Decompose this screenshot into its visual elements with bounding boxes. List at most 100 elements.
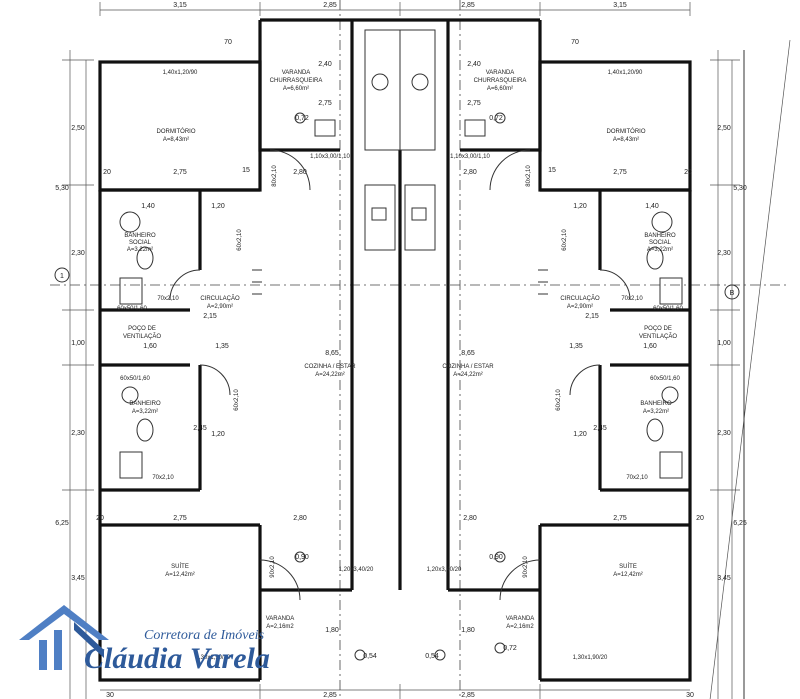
dim-top-4: 3,15 — [613, 2, 627, 9]
dim-20-c: 20 — [96, 515, 104, 522]
dim-20-d: 20 — [696, 515, 704, 522]
dim-250-l: 2,50 — [71, 125, 85, 132]
window-bed-right: 1,40x1,20/90 — [608, 70, 643, 76]
dim-530-l: 5,30 — [55, 185, 69, 192]
dim-280-a: 2,80 — [293, 169, 307, 176]
window-bed-left: 1,40x1,20/90 — [163, 70, 198, 76]
window-6050-c: 60x50/1,60 — [120, 376, 150, 382]
dim-top-2: 2,85 — [323, 2, 337, 9]
axis-lines — [50, 0, 790, 699]
window-suite-d: 1,30x1,90/20 — [573, 655, 608, 661]
dim-100-r: 1,00 — [717, 340, 731, 347]
dim-275-a: 2,75 — [173, 169, 187, 176]
room-left-varanda-sub: CHURRASQUEIRA — [270, 78, 323, 84]
dim-090-b: 0,90 — [489, 554, 503, 561]
room-right-varanda-sub: CHURRASQUEIRA — [474, 78, 527, 84]
dim-120-d: 1,20 — [573, 431, 587, 438]
dim-240-a: 2,40 — [318, 61, 332, 68]
door-60-d: 60x2,10 — [556, 389, 562, 411]
room-right-circ: CIRCULAÇÃO — [560, 295, 600, 302]
dim-230b-l: 2,30 — [71, 430, 85, 437]
room-right-bath-area: A=3,22m² — [643, 409, 669, 415]
axis-marker-b: B — [730, 290, 735, 297]
exterior-walls — [98, 18, 692, 682]
door-varanda-right: 1,10x3,00/1,10 — [450, 154, 490, 160]
dim-280-d: 2,80 — [463, 515, 477, 522]
window-suite-a: 1,20x3,40/20 — [339, 567, 374, 573]
door-varanda-left: 1,10x3,00/1,10 — [310, 154, 350, 160]
dim-275-f: 2,75 — [467, 100, 481, 107]
dim-275-b: 2,75 — [613, 169, 627, 176]
room-left-bath: BANHEIRO — [129, 401, 161, 407]
room-left-bath-social-sub: SOCIAL — [129, 240, 152, 246]
room-right-varanda2: VARANDA — [506, 616, 535, 622]
dim-135-a: 1,35 — [215, 343, 229, 350]
dim-072-c: 0,72 — [503, 645, 517, 652]
room-left-bath-social-area: A=3,22m² — [127, 247, 153, 253]
room-right-kitchen-area: A=24,22m² — [453, 372, 483, 378]
window-6050-d: 60x50/1,60 — [650, 376, 680, 382]
dim-865-b: 8,65 — [461, 350, 475, 357]
room-right-poco-sub: VENTILAÇÃO — [639, 333, 677, 340]
room-left-kitchen-area: A=24,22m² — [315, 372, 345, 378]
room-right-bath: BANHEIRO — [640, 401, 672, 407]
room-right-bedroom-area: A=8,43m² — [613, 137, 639, 143]
room-left-circ-area: A=2,90m² — [207, 304, 233, 310]
dim-054-a: 0,54 — [363, 653, 377, 660]
dim-140-a: 1,40 — [141, 203, 155, 210]
dim-090-a: 0,90 — [295, 554, 309, 561]
room-left-suite-area: A=12,42m² — [165, 572, 195, 578]
window-6050-b: 60x50/1,60 — [653, 306, 683, 312]
room-left-bedroom-area: A=8,43m² — [163, 137, 189, 143]
dim-120-c: 1,20 — [211, 431, 225, 438]
window-70-b: 70x2,10 — [621, 296, 643, 302]
dim-215-b: 2,15 — [585, 313, 599, 320]
room-right-bath-social-area: A=3,22m² — [647, 247, 673, 253]
dimension-lines — [62, 2, 791, 699]
room-right-varanda-area: A=6,60m² — [487, 86, 513, 92]
room-left-bath-social: BANHEIRO — [124, 233, 156, 239]
door-swings — [169, 149, 631, 601]
room-right-poco: POÇO DE — [644, 326, 672, 332]
window-70-a: 70x2,10 — [157, 296, 179, 302]
dim-345-l: 3,45 — [71, 575, 85, 582]
room-left-kitchen: COZINHA / ESTAR — [304, 364, 356, 370]
room-right-bath-social-sub: SOCIAL — [649, 240, 672, 246]
axis-marker-1: 1 — [60, 273, 64, 280]
dim-180-b: 1,80 — [461, 627, 475, 634]
room-left-varanda2-area: A=2,16m2 — [266, 624, 294, 630]
dim-30-b: 30 — [686, 692, 694, 699]
dim-20-a: 20 — [103, 169, 111, 176]
dim-70-r: 70 — [571, 39, 579, 46]
room-labels: DORMITÓRIO A=8,43m² DORMITÓRIO A=8,43m² … — [123, 70, 677, 630]
dim-140-b: 1,40 — [645, 203, 659, 210]
dim-054-b: 0,54 — [425, 653, 439, 660]
dim-072-b: 0,72 — [489, 115, 503, 122]
house-logo-icon — [19, 605, 109, 670]
dim-275-c: 2,75 — [173, 515, 187, 522]
door-90-b: 90x2,10 — [523, 556, 529, 578]
room-right-suite: SUÍTE — [619, 563, 637, 570]
dim-865-a: 8,65 — [325, 350, 339, 357]
door-90-a: 90x2,10 — [270, 556, 276, 578]
room-left-bedroom: DORMITÓRIO — [157, 128, 196, 135]
dim-280-c: 2,80 — [293, 515, 307, 522]
logo-name: Cláudia Varela — [84, 642, 270, 675]
room-right-bedroom: DORMITÓRIO — [607, 128, 646, 135]
dim-072-a: 0,72 — [295, 115, 309, 122]
room-right-circ-area: A=2,90m² — [567, 304, 593, 310]
window-suite-c: 1,30x1,90/20 — [196, 655, 231, 661]
window-70-c: 70x2,10 — [152, 475, 174, 481]
dim-230-l: 2,30 — [71, 250, 85, 257]
dim-160-b: 1,60 — [643, 343, 657, 350]
dim-345-r: 3,45 — [717, 575, 731, 582]
dim-280-b: 2,80 — [463, 169, 477, 176]
dim-120-a: 1,20 — [211, 203, 225, 210]
dim-15-a: 15 — [242, 167, 250, 174]
dim-250-r: 2,50 — [717, 125, 731, 132]
room-left-poco: POÇO DE — [128, 326, 156, 332]
dim-275-d: 2,75 — [613, 515, 627, 522]
room-left-suite: SUÍTE — [171, 563, 189, 570]
dim-215-a: 2,15 — [203, 313, 217, 320]
